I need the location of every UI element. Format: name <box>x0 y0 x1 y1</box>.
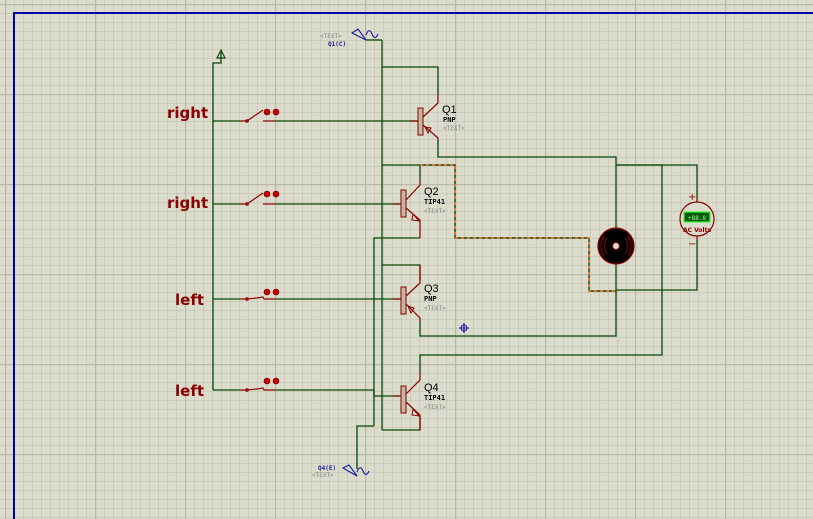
q4-name: Q4 <box>424 382 439 394</box>
q4-type: TIP41 <box>424 394 445 402</box>
dc-motor[interactable] <box>597 227 635 265</box>
q1-name: Q1 <box>442 104 457 116</box>
voltmeter-reading: +88.8 <box>688 215 706 222</box>
switch-1-label: right <box>167 104 208 122</box>
probe-bottom-text: <TEXT> <box>312 472 334 479</box>
q4-text: <TEXT> <box>424 404 446 411</box>
switch-2-label: right <box>167 194 208 212</box>
q1-text: <TEXT> <box>443 125 465 132</box>
voltmeter-plus: + <box>688 192 696 203</box>
sheet-border <box>13 12 813 519</box>
probe-bottom-name: Q4(E) <box>318 465 336 472</box>
q2-name: Q2 <box>424 186 439 198</box>
switch-4[interactable]: left <box>175 377 280 400</box>
q3-name: Q3 <box>424 283 439 295</box>
transistor-q1[interactable]: Q1 PNP <TEXT> <box>410 95 465 140</box>
power-terminal[interactable] <box>212 48 226 390</box>
q2-text: <TEXT> <box>424 208 446 215</box>
active-net <box>420 164 616 292</box>
q3-type: PNP <box>424 295 437 303</box>
probe-top-name: Q1(C) <box>328 41 346 48</box>
voltmeter-label: AC Volts <box>683 227 711 234</box>
probe-top-text: <TEXT> <box>320 33 342 40</box>
switch-3[interactable]: left <box>175 288 280 309</box>
voltmeter-minus: − <box>688 239 696 250</box>
transistor-q3[interactable]: Q3 PNP <TEXT> <box>393 265 446 322</box>
transistor-q2[interactable]: Q2 TIP41 <TEXT> <box>393 180 446 238</box>
switch-3-label: left <box>175 291 204 309</box>
switch-1[interactable]: right <box>167 104 280 123</box>
q3-text: <TEXT> <box>424 305 446 312</box>
q1-type: PNP <box>443 116 456 124</box>
ac-voltmeter[interactable]: +88.8 AC Volts + − <box>679 192 715 250</box>
wires <box>213 39 698 469</box>
transistor-q4[interactable]: Q4 TIP41 <TEXT> <box>393 372 446 430</box>
switch-4-label: left <box>175 382 204 400</box>
origin-marker-icon <box>459 323 469 333</box>
q2-type: TIP41 <box>424 198 445 206</box>
voltage-probe-top[interactable]: <TEXT> Q1(C) <box>320 28 379 48</box>
switch-2[interactable]: right <box>167 190 280 212</box>
voltage-probe-bottom[interactable]: Q4(E) <TEXT> <box>312 464 370 479</box>
